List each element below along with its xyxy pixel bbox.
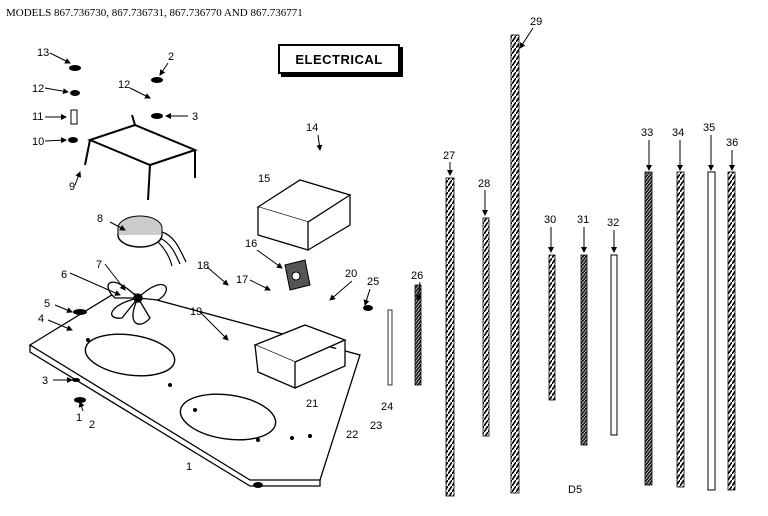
- label-3: 3: [192, 111, 198, 123]
- label-32: 32: [607, 217, 619, 229]
- wire-35: [707, 171, 716, 491]
- label-13: 13: [37, 47, 49, 59]
- label-9: 9: [69, 181, 75, 193]
- wire-34: [676, 171, 685, 488]
- label-34: 34: [672, 127, 684, 139]
- label-25: 25: [367, 276, 379, 288]
- wire-30: [548, 254, 556, 401]
- leader-lines: [44, 27, 735, 412]
- label-12-b: 12: [118, 79, 130, 91]
- label-36: 36: [726, 137, 738, 149]
- label-3-b: 3: [42, 375, 48, 387]
- switch: [284, 259, 311, 291]
- label-28: 28: [478, 178, 490, 190]
- wire-28: [482, 217, 490, 437]
- wire-29: [510, 34, 520, 494]
- label-2: 2: [168, 51, 174, 63]
- label-26: 26: [411, 270, 423, 282]
- label-24: 24: [381, 401, 393, 413]
- fan-opening-left: [84, 333, 176, 377]
- label-4: 4: [38, 313, 44, 325]
- label-29: 29: [530, 16, 542, 28]
- label-33: 33: [641, 127, 653, 139]
- label-6: 6: [61, 269, 67, 281]
- wire-32: [610, 254, 618, 436]
- label-15: 15: [258, 173, 270, 185]
- wire-26: [414, 284, 422, 386]
- base-plate: [28, 289, 361, 487]
- label-8: 8: [97, 213, 103, 225]
- label-21: 21: [306, 398, 318, 410]
- label-27: 27: [443, 150, 455, 162]
- label-14: 14: [306, 122, 318, 134]
- wire-31: [580, 254, 588, 446]
- wire-24: [387, 309, 393, 386]
- section-title: ELECTRICAL: [295, 51, 383, 67]
- label-20: 20: [345, 268, 357, 280]
- label-30: 30: [544, 214, 556, 226]
- label-11: 11: [32, 111, 43, 123]
- wire-33: [644, 171, 653, 486]
- wire-bundle: [387, 34, 736, 497]
- wire-27: [445, 177, 455, 497]
- label-17: 17: [236, 274, 248, 286]
- label-19: 19: [190, 306, 202, 318]
- label-1: 1: [186, 461, 192, 473]
- label-10: 10: [32, 136, 44, 148]
- label-16: 16: [245, 238, 257, 250]
- label-2-b: 2: [89, 419, 95, 431]
- label-22: 22: [346, 429, 358, 441]
- label-1-b: 1: [76, 412, 82, 424]
- figure-code: D5: [568, 484, 582, 496]
- label-7: 7: [96, 259, 102, 271]
- label-23: 23: [370, 420, 382, 432]
- control-box-cover: [256, 179, 352, 251]
- label-12: 12: [32, 83, 44, 95]
- section-title-box: ELECTRICAL: [278, 44, 400, 74]
- label-35: 35: [703, 122, 715, 134]
- motor-bracket: [84, 114, 198, 201]
- label-18: 18: [197, 260, 209, 272]
- label-5: 5: [44, 298, 50, 310]
- junction-box: [253, 324, 347, 389]
- part-labels: 1 2 3 4 5 6 7 8 9 10 11 12 13 14 15 16 1…: [32, 16, 738, 496]
- fan-opening-right: [179, 393, 277, 441]
- models-header: MODELS 867.736730, 867.736731, 867.73677…: [6, 7, 303, 19]
- label-31: 31: [577, 214, 589, 226]
- wire-36: [727, 171, 736, 491]
- motor: [117, 215, 187, 267]
